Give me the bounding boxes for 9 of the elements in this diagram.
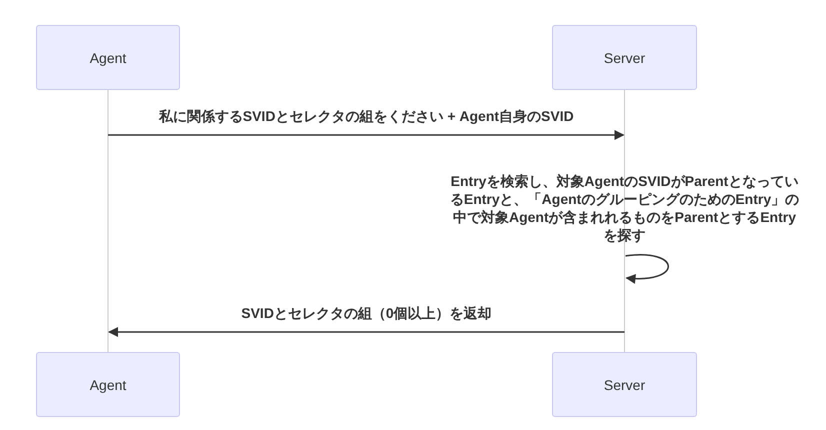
participant-box: Agent [36,25,180,90]
edge-label: Entryを検索し、対象AgentのSVIDがParentとなっているEntryと、「AgentのグルーピングのためのEntry」の中で対象Agentが含まれれるものをParentとするEntryを探す [450,172,800,244]
lifeline [624,90,625,352]
message-arrow [108,130,624,140]
participant-box: Agent [36,352,180,417]
participant-box: Server [552,352,697,417]
edge-label: 私に関係するSVIDとセレクタの組をください + Agent自身のSVID [156,107,576,125]
message-arrow [108,327,624,337]
participant-box: Server [552,25,697,90]
